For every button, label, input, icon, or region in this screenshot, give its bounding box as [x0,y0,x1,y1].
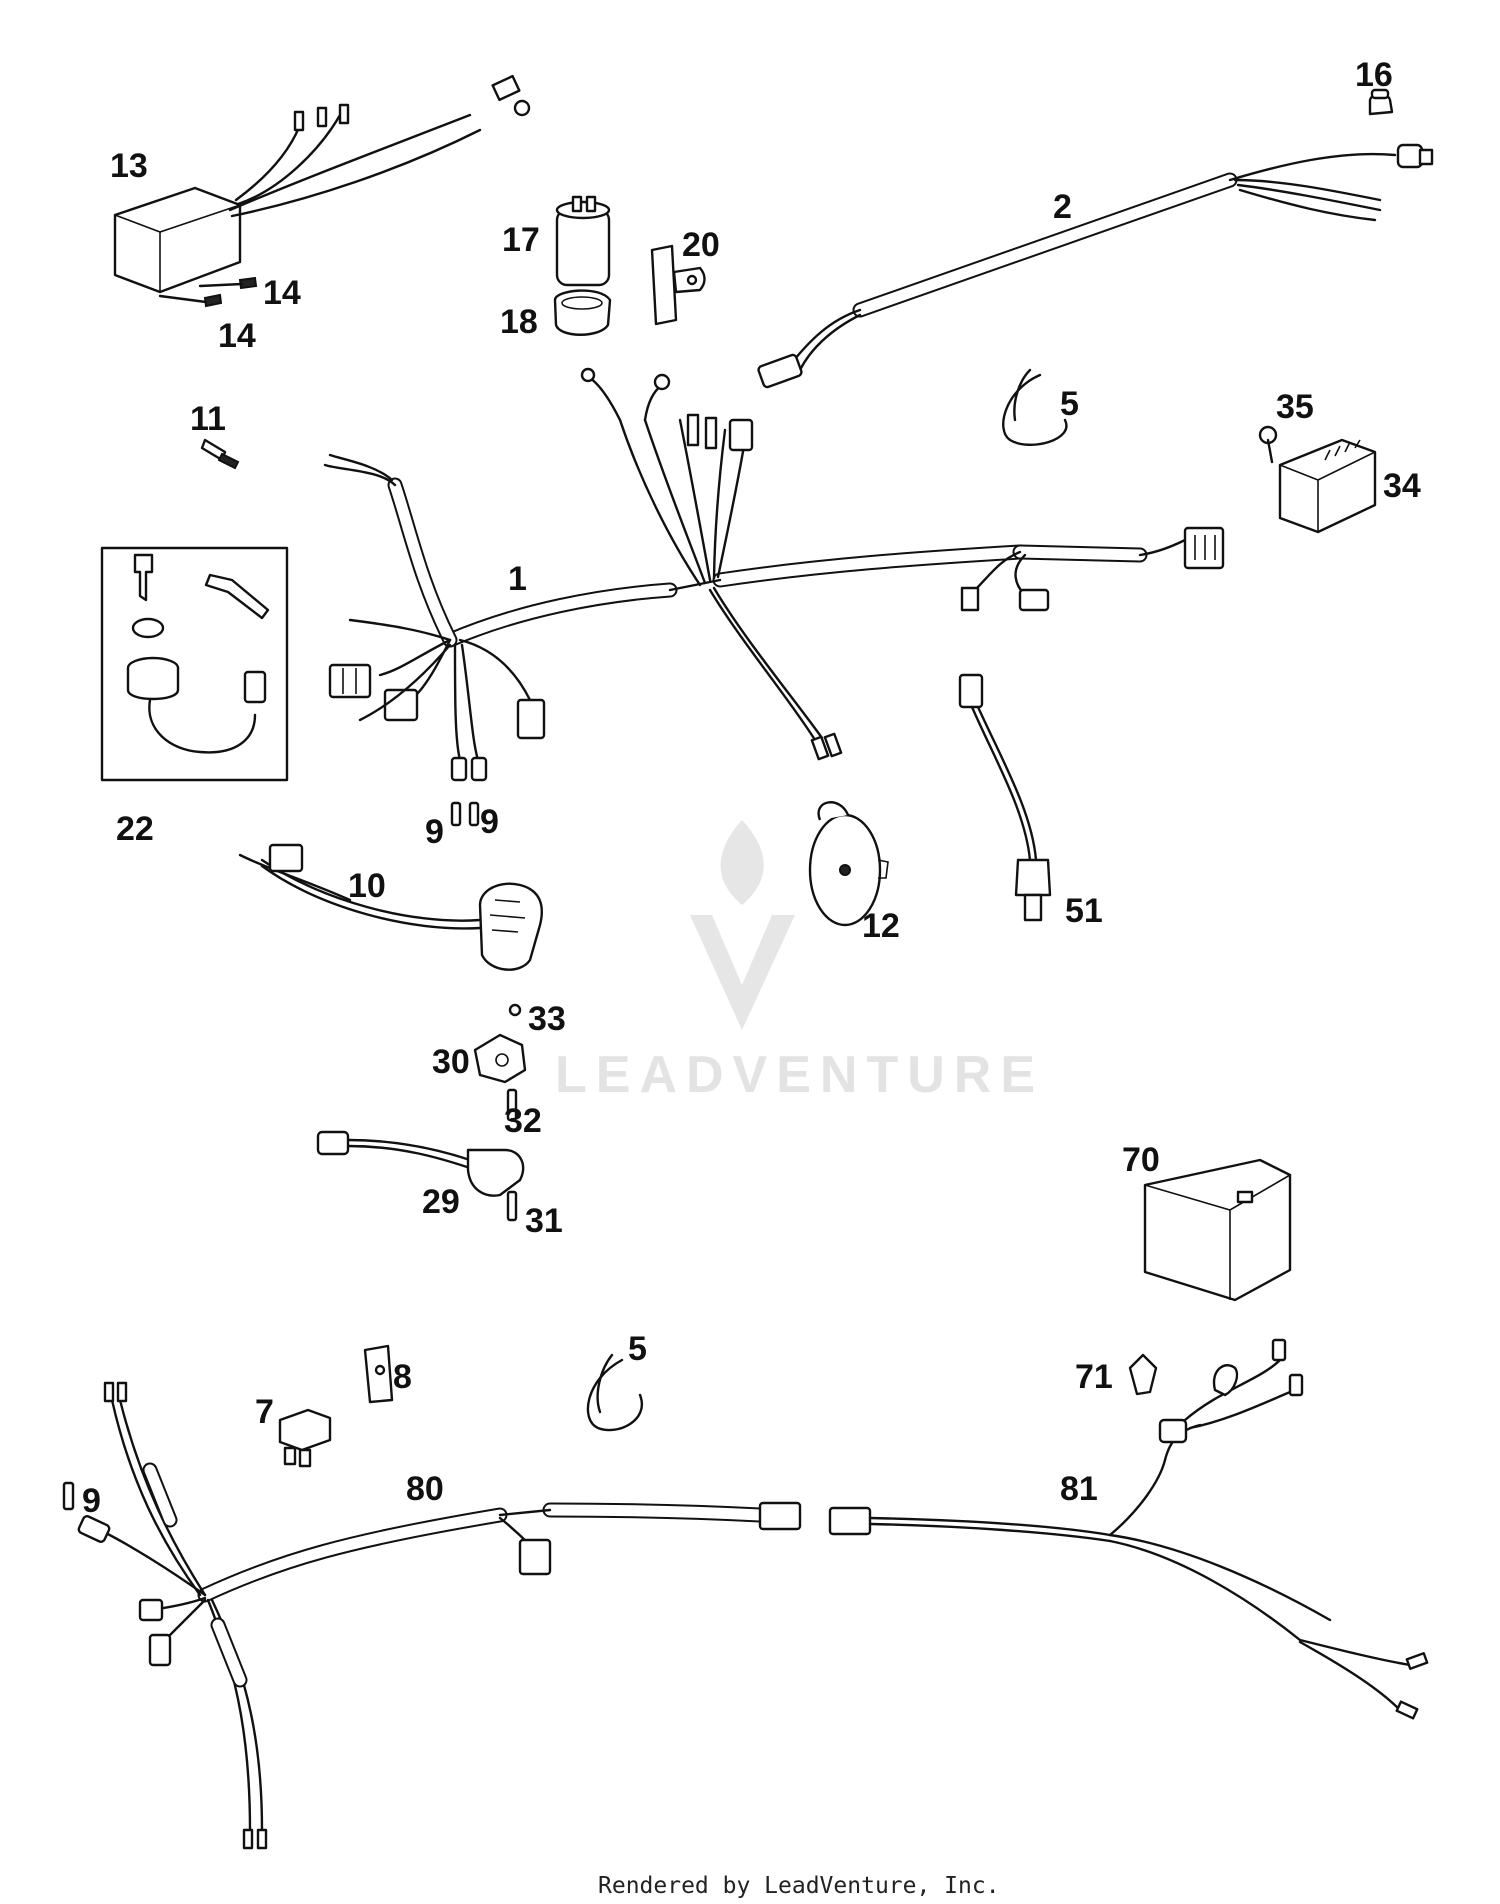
voltage-regulator[interactable] [1278,438,1377,534]
throttle-switch-29[interactable] [316,1130,525,1197]
battery[interactable] [1143,1158,1292,1302]
cdi-screw-upper[interactable] [198,276,258,290]
callout-17: 17 [502,221,540,259]
nut[interactable] [508,1003,522,1017]
callout-35: 35 [1276,388,1314,426]
callout-80: 80 [406,1470,444,1508]
regulator-screw[interactable] [1258,425,1278,464]
callout-22: 22 [116,810,154,848]
cable-tie-upper[interactable] [1002,368,1068,446]
leadventure-watermark: LEADVENTURE [555,820,1044,1104]
callout-16: 16 [1355,56,1393,94]
callout-1: 1 [508,560,527,598]
callout-30: 30 [432,1043,470,1081]
callout-labels: 1 2 5 5 7 8 9 9 9 10 11 12 13 14 14 16 1… [82,56,1421,1520]
relay-7[interactable] [278,1408,332,1468]
callout-81: 81 [1060,1470,1098,1508]
callout-12: 12 [862,907,900,945]
ignition-lock-set[interactable] [100,546,289,782]
callout-70: 70 [1122,1141,1160,1179]
callout-20: 20 [682,226,720,264]
callout-14-upper: 14 [263,274,301,312]
callout-29: 29 [422,1183,460,1221]
callout-51: 51 [1065,892,1103,930]
watermark-text: LEADVENTURE [555,1046,1044,1104]
horn[interactable] [808,801,889,927]
temperature-sender[interactable] [958,673,1052,922]
callout-32: 32 [504,1102,542,1140]
sensor-switch[interactable] [200,438,240,470]
coil-bracket[interactable] [650,244,706,326]
callout-2: 2 [1053,188,1072,226]
callout-13: 13 [110,147,148,185]
cdi-screw-lower[interactable] [158,293,223,308]
battery-harness-81[interactable] [828,1338,1429,1720]
callout-5-upper: 5 [1060,385,1079,423]
main-wiring-harness[interactable] [323,367,1225,782]
ignition-coil[interactable] [555,195,611,287]
callout-7: 7 [255,1393,274,1431]
callout-33: 33 [528,1000,566,1038]
footer-credit: Rendered by LeadVenture, Inc. [598,1873,1000,1899]
cable-tie-lower[interactable] [586,1353,643,1432]
headlight-harness[interactable] [757,143,1434,389]
callout-9-left: 9 [425,813,444,851]
callout-8: 8 [393,1358,412,1396]
fuse-holder-71[interactable] [1128,1353,1158,1396]
callout-34: 34 [1383,467,1421,505]
bulb[interactable] [1368,88,1394,116]
callout-71: 71 [1075,1358,1113,1396]
callout-9-lower: 9 [82,1482,101,1520]
callout-18: 18 [500,303,538,341]
terminal-pin-upper-right[interactable] [468,801,480,827]
terminal-pin-upper-left[interactable] [450,801,462,827]
callout-10: 10 [348,867,386,905]
callout-31: 31 [525,1202,563,1240]
cdi-unit[interactable] [113,74,531,294]
callout-9-right: 9 [480,803,499,841]
bracket-8[interactable] [363,1344,394,1404]
screw-31[interactable] [506,1190,518,1222]
switch-cover[interactable] [473,1033,527,1084]
coil-mounting-ring[interactable] [553,289,612,336]
screw-32[interactable] [506,1088,518,1122]
callout-5-lower: 5 [628,1330,647,1368]
callout-14-lower: 14 [218,317,256,355]
terminal-pin-lower[interactable] [62,1481,75,1511]
callout-11: 11 [190,400,226,438]
rear-harness-80[interactable] [77,1381,802,1850]
handlebar-switch[interactable] [238,843,543,971]
